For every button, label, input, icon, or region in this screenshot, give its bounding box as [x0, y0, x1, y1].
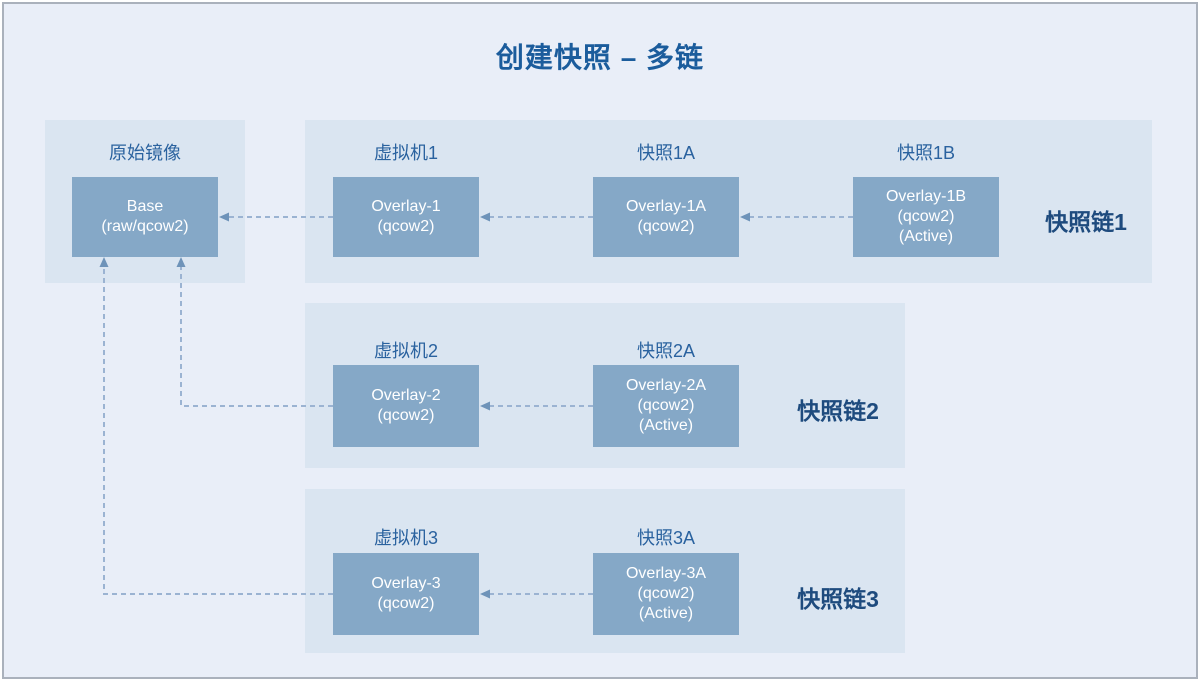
node-overlay-1b: Overlay-1B(qcow2)(Active): [853, 177, 999, 257]
label-snapshot-2a: 快照2A: [636, 341, 696, 361]
label-source-image: 原始镜像: [109, 143, 181, 163]
chain-name-3: 快照链3: [797, 586, 879, 612]
node-overlay-3: Overlay-3(qcow2): [333, 553, 479, 635]
node-overlay-2a: Overlay-2A(qcow2)(Active): [593, 365, 739, 447]
label-snapshot-1b: 快照1B: [896, 143, 956, 163]
node-overlay-3a: Overlay-3A(qcow2)(Active): [593, 553, 739, 635]
node-overlay-2: Overlay-2(qcow2): [333, 365, 479, 447]
node-base-image: Base(raw/qcow2): [72, 177, 218, 257]
label-vm2: 虚拟机2: [373, 341, 438, 361]
label-snapshot-1a: 快照1A: [636, 143, 696, 163]
chain-name-1: 快照链1: [1045, 209, 1127, 235]
label-snapshot-3a: 快照3A: [636, 528, 696, 548]
label-vm3: 虚拟机3: [373, 528, 438, 548]
slide-title: 创建快照 – 多链: [495, 42, 705, 73]
node-overlay-1: Overlay-1(qcow2): [333, 177, 479, 257]
chain-name-2: 快照链2: [797, 398, 879, 424]
label-vm1: 虚拟机1: [373, 143, 438, 163]
node-overlay-1a: Overlay-1A(qcow2): [593, 177, 739, 257]
